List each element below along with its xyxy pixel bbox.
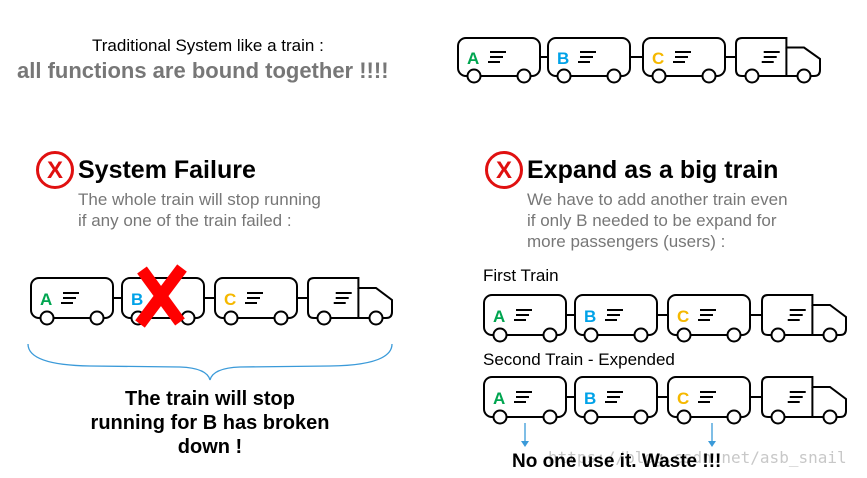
broken-red-x-cross-icon [135,264,187,328]
car-label-a: A [493,389,505,408]
wheel-icon [726,409,742,425]
train-car-a: A [483,376,567,425]
curly-brace [27,343,393,381]
wheel-icon [316,310,332,326]
expand-desc-line-1: We have to add another train even [527,190,788,209]
train-car-c: C [667,376,751,425]
wheel-icon [822,327,838,343]
wheel-icon [556,68,572,84]
train-car-a: A [30,277,114,326]
car-label-c: C [224,290,236,309]
car-label-a: A [493,307,505,326]
down-arrow-icon [521,423,529,447]
wheel-icon [223,310,239,326]
svg-text:X: X [47,157,63,184]
wheel-icon [822,409,838,425]
car-label-a: A [40,290,52,309]
svg-text:X: X [496,157,512,184]
train-car-a: A [457,37,541,84]
wheel-icon [492,409,508,425]
wheel-icon [542,327,558,343]
expand-desc-line-2: if only B needed to be expand for [527,211,777,230]
failure-conclusion-line-2: running for B has broken [90,412,330,434]
wheel-icon [701,68,717,84]
second-train-label: Second Train - Expended [483,350,675,369]
expand-circled-x-icon: X [484,150,524,190]
engine-body [761,376,847,418]
wheel-icon [583,409,599,425]
wheel-icon [744,68,760,84]
intro-line-2: all functions are bound together !!!! [17,58,389,83]
wheel-icon [676,409,692,425]
wheel-icon [273,310,289,326]
train-car-c: C [667,294,751,343]
wheel-icon [770,409,786,425]
car-label-b: B [557,49,569,68]
failure-desc-line-2: if any one of the train failed : [78,211,292,230]
engine-body [761,294,847,336]
train-car-b: B [574,294,658,343]
train-car-c: C [642,37,726,84]
watermark: https://blog.csdn.net/asb_snail [548,448,847,467]
intro-line-1: Traditional System like a train : [92,36,324,55]
wheel-icon [726,327,742,343]
wheel-icon [39,310,55,326]
train-car-b: B [574,376,658,425]
wheel-icon [770,327,786,343]
failure-heading: System Failure [78,156,256,184]
wheel-icon [606,68,622,84]
failure-desc-line-1: The whole train will stop running [78,190,321,209]
wheel-icon [633,409,649,425]
engine-body [307,277,393,319]
truck-cab-icon [761,294,847,343]
expand-heading: Expand as a big train [527,156,779,184]
waste-text: No one use it. Waste !!! [512,451,722,472]
wheel-icon [89,310,105,326]
failure-circled-x-icon: X [35,150,75,190]
failure-conclusion-line-3: down ! [177,436,243,458]
train-car-c: C [214,277,298,326]
truck-cab-icon [735,37,821,84]
car-label-b: B [584,389,596,408]
wheel-icon [516,68,532,84]
car-label-c: C [652,49,664,68]
train-car-a: A [483,294,567,343]
wheel-icon [368,310,384,326]
failure-conclusion-line-1: The train will stop [124,388,295,410]
train-car-b: B [547,37,631,84]
expand-desc-line-3: more passengers (users) : [527,232,726,251]
truck-cab-icon [307,277,393,326]
car-label-b: B [584,307,596,326]
truck-cab-icon [761,376,847,425]
car-label-a: A [467,49,479,68]
car-label-c: C [677,389,689,408]
wheel-icon [651,68,667,84]
wheel-icon [676,327,692,343]
car-label-b: B [131,290,143,309]
engine-body [735,37,821,77]
wheel-icon [492,327,508,343]
wheel-icon [542,409,558,425]
first-train-label: First Train [483,266,559,285]
down-arrow-icon [708,423,716,447]
wheel-icon [633,327,649,343]
wheel-icon [583,327,599,343]
wheel-icon [466,68,482,84]
wheel-icon [796,68,812,84]
car-label-c: C [677,307,689,326]
